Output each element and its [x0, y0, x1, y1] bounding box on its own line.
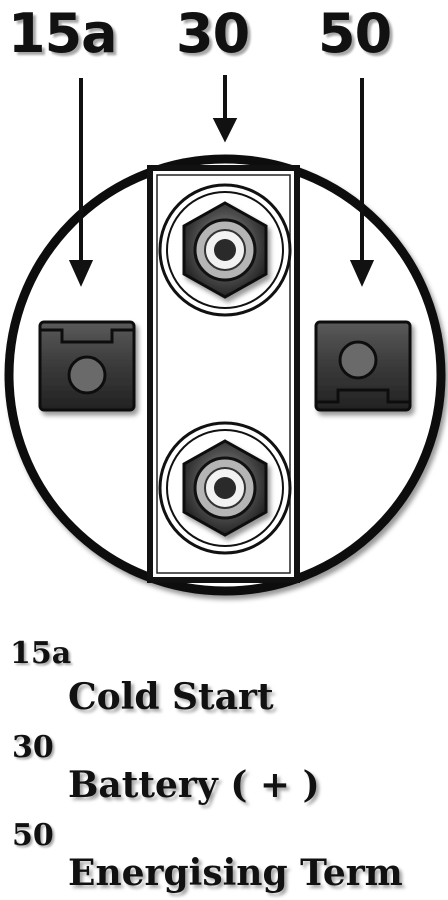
- square-terminal-icon: [38, 320, 136, 412]
- legend-15a-label: 15a: [10, 636, 72, 671]
- starter-terminal-drawing: [4, 75, 446, 596]
- legend-50-label: 50: [12, 818, 54, 853]
- terminal-15a-heading: 15a: [8, 2, 118, 65]
- arrow-down-icon: [349, 78, 375, 287]
- hex-nut-icon: [158, 421, 292, 555]
- legend-50-description: Energising Term: [68, 852, 403, 894]
- arrow-down-icon: [68, 78, 94, 287]
- legend-15a-description: Cold Start: [68, 676, 274, 718]
- terminal-50-heading: 50: [318, 2, 392, 65]
- legend-30-description: Battery ( + ): [68, 764, 320, 806]
- terminal-30-heading: 30: [176, 2, 250, 65]
- arrow-down-icon: [212, 75, 238, 143]
- legend-30-label: 30: [12, 730, 54, 765]
- hex-nut-icon: [158, 183, 292, 317]
- square-terminal-icon: [314, 320, 412, 412]
